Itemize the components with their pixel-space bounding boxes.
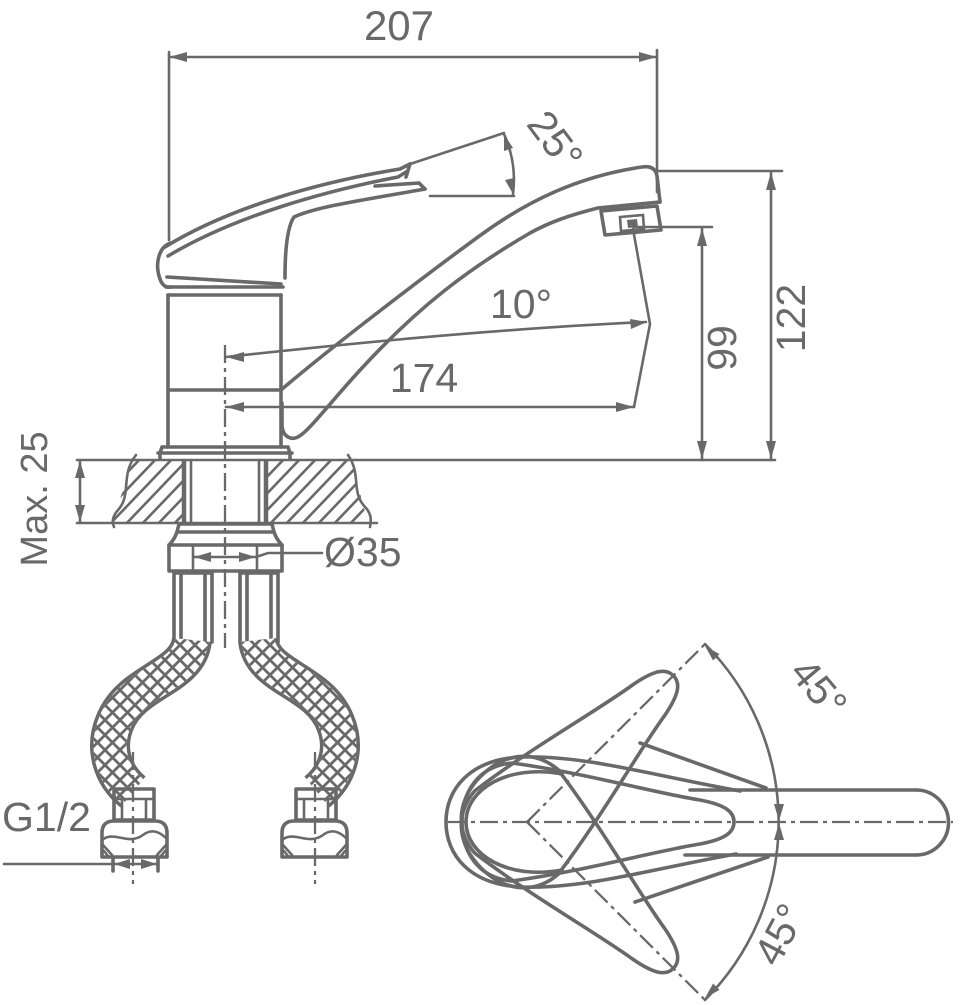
label-overall-length: 207 [364, 2, 434, 49]
swivel-base-edges [633, 741, 770, 904]
label-outlet-height: 99 [699, 325, 745, 371]
aerator [599, 204, 663, 237]
spout-top-view [683, 788, 951, 857]
label-handle-angle: 25° [518, 102, 592, 179]
faucet-spout [279, 164, 663, 440]
dimension-207: 207 [167, 2, 659, 242]
dimension-99: 99 [632, 225, 745, 462]
dimension-g12: G1/2 [2, 794, 160, 869]
label-deck-thickness: Max. 25 [14, 431, 56, 566]
dimension-max25: Max. 25 [14, 431, 85, 567]
faucet-handle [155, 162, 427, 289]
dimension-122: 122 [657, 169, 814, 462]
center-lines-front [131, 345, 317, 884]
countertop-section [75, 453, 777, 529]
label-connection-thread: G1/2 [2, 794, 91, 840]
front-view: 207 25° 10° 174 99 [2, 2, 814, 884]
label-shank-diameter: Ø35 [324, 529, 402, 575]
dimension-174: 174 [224, 355, 636, 412]
dimension-10deg: 10° [224, 227, 652, 409]
top-view: 45° 45° [437, 632, 953, 1005]
supply-hoses [90, 635, 360, 808]
hex-nut-right [280, 819, 349, 859]
hose-connectors [100, 787, 349, 873]
center-lines-top [448, 643, 953, 1001]
dimension-25deg: 25° [405, 102, 592, 198]
label-outlet-angle: 10° [490, 281, 552, 327]
braided-hose-left [93, 636, 209, 805]
label-swivel-upper: 45° [781, 649, 856, 726]
label-spout-reach: 174 [390, 355, 458, 401]
braided-hose-right [241, 636, 357, 805]
label-spout-height: 122 [768, 284, 814, 352]
label-swivel-lower: 45° [745, 896, 815, 972]
dimension-d35: Ø35 [192, 529, 402, 575]
